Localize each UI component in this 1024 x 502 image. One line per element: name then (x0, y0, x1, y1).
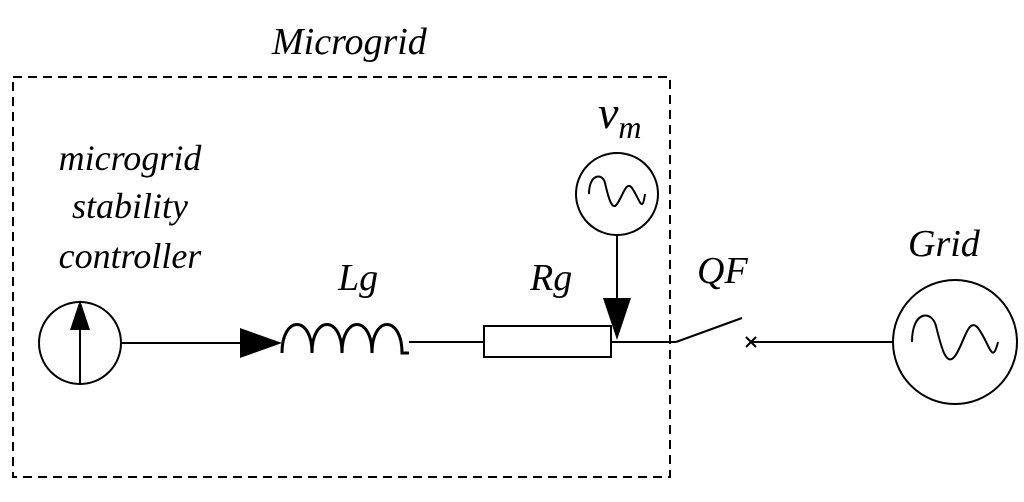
vm-injection-arrow (603, 298, 631, 340)
microgrid-boundary (12, 76, 671, 478)
controller-label: microgrid stability controller (59, 138, 203, 276)
grid-ac-source-icon (892, 279, 1018, 405)
controller-label-line-2: stability (72, 186, 188, 226)
controller-label-line-1: microgrid (59, 138, 203, 178)
controller-label-line-3: controller (59, 236, 203, 276)
ac-source-icon (575, 152, 659, 236)
resistor-icon (483, 325, 612, 358)
grid-label: Grid (908, 223, 981, 265)
voltage-source-label: vm (598, 87, 642, 145)
microgrid-title: Microgrid (271, 21, 428, 63)
inductor-coil-icon (280, 323, 409, 355)
breaker-label: QF (697, 250, 748, 292)
inductor-label: Lg (337, 257, 378, 299)
voltage-source-label-main: v (598, 87, 619, 138)
resistor-label: Rg (529, 257, 572, 299)
current-direction-arrow (240, 328, 282, 358)
switch-icon (675, 317, 757, 348)
current-source-icon (38, 300, 122, 385)
voltage-source-label-sub: m (618, 109, 641, 145)
